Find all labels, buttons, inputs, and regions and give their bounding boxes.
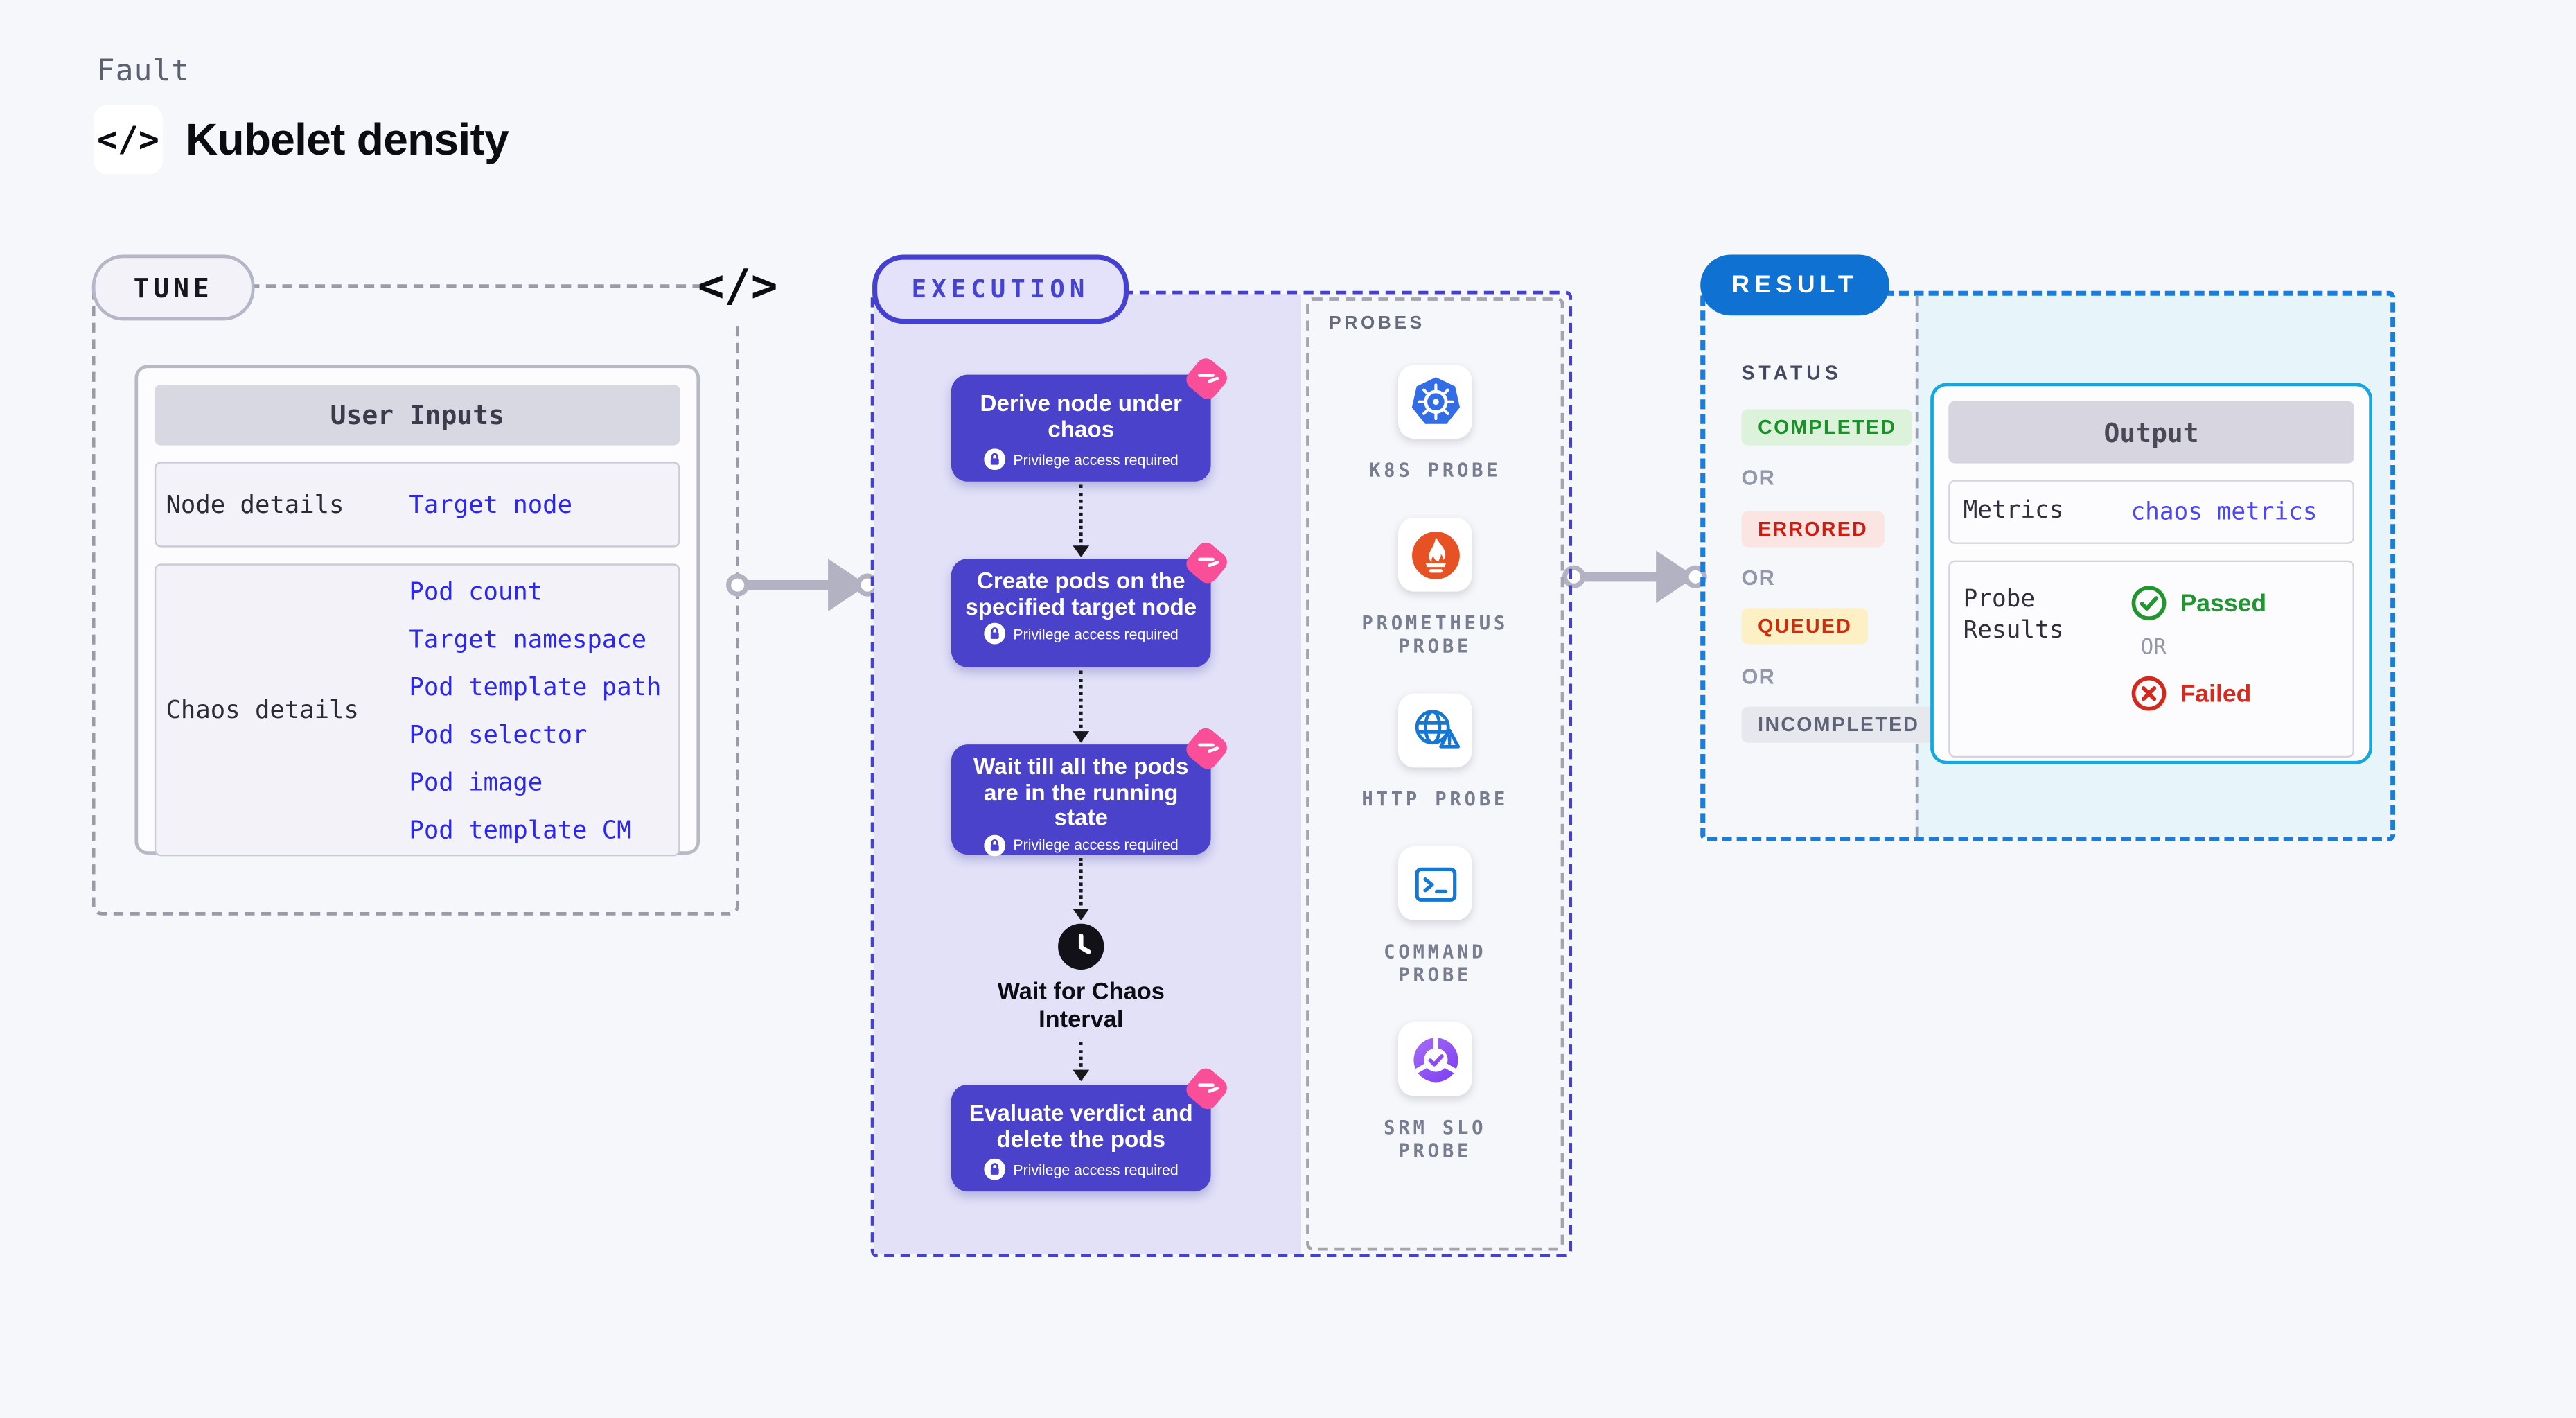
- failed-label: Failed: [2180, 679, 2252, 708]
- probe-label: COMMAND PROBE: [1384, 940, 1487, 986]
- execution-section: Derive node under chaos Privilege access…: [870, 290, 1573, 1257]
- check-circle-icon: [2131, 586, 2167, 621]
- probe-results-label: Probe Results: [1963, 586, 2064, 645]
- or-label: OR: [1741, 663, 1776, 689]
- prometheus-probe-icon: [1397, 517, 1472, 592]
- passed-verdict: Passed: [2131, 585, 2266, 621]
- status-badge-incompleted: INCOMPLETED: [1741, 706, 1937, 743]
- lock-icon: [983, 834, 1005, 856]
- privilege-note: Privilege access required: [961, 1158, 1201, 1180]
- probes-section: PROBES K8S PROBE: [1306, 297, 1564, 1251]
- status-heading: STATUS: [1741, 361, 1842, 385]
- step-title: Evaluate verdict and delete the pods: [969, 1099, 1193, 1152]
- tune-badge: TUNE: [91, 254, 255, 321]
- table-row: Node details Target node: [154, 462, 680, 548]
- http-probe-icon: [1397, 693, 1472, 768]
- probe-prometheus: PROMETHEUS PROBE: [1309, 517, 1561, 658]
- metrics-row: Metrics chaos metrics: [1948, 480, 2354, 544]
- status-badge-errored: ERRORED: [1741, 511, 1885, 548]
- flow-connector: [1072, 670, 1088, 743]
- link-pod-count[interactable]: Pod count: [409, 576, 543, 606]
- flow-connector: [1072, 484, 1088, 557]
- output-header: Output: [1948, 401, 2354, 464]
- code-icon: </>: [94, 105, 163, 175]
- probe-k8s: K8S PROBE: [1309, 365, 1561, 482]
- step-title: Derive node under chaos: [980, 389, 1182, 441]
- command-probe-icon: [1397, 846, 1472, 920]
- x-circle-icon: [2131, 676, 2167, 711]
- probe-label: K8S PROBE: [1369, 458, 1501, 482]
- link-target-node[interactable]: Target node: [409, 489, 572, 520]
- row-label: Node details: [166, 489, 344, 520]
- or-label: OR: [2140, 636, 2167, 661]
- link-pod-image[interactable]: Pod image: [409, 767, 543, 796]
- lock-icon: [983, 622, 1005, 645]
- page-header: </> Kubelet density: [94, 105, 509, 175]
- probe-label: PROMETHEUS PROBE: [1361, 611, 1509, 658]
- probe-srm-slo: SRM SLO PROBE: [1309, 1022, 1561, 1162]
- fault-eyebrow: Fault: [96, 54, 191, 89]
- probes-heading: PROBES: [1329, 313, 1425, 334]
- probe-http: HTTP PROBE: [1309, 693, 1561, 811]
- execution-flow-area: Derive node under chaos Privilege access…: [874, 294, 1301, 1254]
- status-badge-queued: QUEUED: [1741, 608, 1869, 645]
- probe-label: SRM SLO PROBE: [1384, 1116, 1487, 1162]
- privilege-note: Privilege access required: [961, 622, 1201, 645]
- arrow-tune-to-execution: [726, 559, 879, 612]
- link-pod-template-path[interactable]: Pod template path: [409, 671, 662, 701]
- metrics-label: Metrics: [1963, 498, 2064, 525]
- step-evaluate-verdict: Evaluate verdict and delete the pods Pri…: [951, 1064, 1231, 1192]
- passed-label: Passed: [2180, 589, 2267, 618]
- step-wait-pods-running: Wait till all the pods are in the runnin…: [951, 724, 1231, 856]
- wait-for-chaos-interval-label: Wait for Chaos Interval: [997, 979, 1165, 1034]
- flow-connector: [1072, 1042, 1088, 1082]
- privilege-note: Privilege access required: [961, 834, 1201, 856]
- lock-icon: [983, 448, 1005, 471]
- privilege-note: Privilege access required: [961, 448, 1201, 471]
- table-row: Chaos details Pod count Target namespace…: [154, 563, 680, 857]
- link-pod-selector[interactable]: Pod selector: [409, 719, 588, 749]
- or-label: OR: [1741, 565, 1776, 590]
- or-label: OR: [1741, 465, 1776, 490]
- user-inputs-header: User Inputs: [154, 384, 680, 446]
- clock-icon: [1058, 923, 1104, 970]
- arrow-execution-to-result: [1562, 550, 1707, 604]
- result-badge: RESULT: [1700, 254, 1889, 316]
- status-badge-completed: COMPLETED: [1741, 409, 1913, 446]
- step-derive-node: Derive node under chaos Privilege access…: [951, 354, 1231, 482]
- lock-icon: [983, 1158, 1005, 1180]
- user-inputs-table: User Inputs Node details Target node Cha…: [134, 365, 700, 857]
- execution-badge: EXECUTION: [872, 254, 1129, 324]
- tune-code-icon: </>: [698, 250, 778, 324]
- link-pod-template-cm[interactable]: Pod template CM: [409, 814, 632, 844]
- probe-results-row: Probe Results Passed OR: [1948, 560, 2354, 758]
- srm-slo-probe-icon: [1397, 1022, 1472, 1096]
- row-label: Chaos details: [166, 695, 359, 725]
- flow-connector: [1072, 857, 1088, 920]
- failed-verdict: Failed: [2131, 676, 2266, 712]
- output-table: Output Metrics chaos metrics Probe Resul…: [1930, 383, 2373, 764]
- probe-label: HTTP PROBE: [1361, 787, 1509, 811]
- link-chaos-metrics[interactable]: chaos metrics: [2131, 498, 2318, 525]
- k8s-probe-icon: [1397, 365, 1472, 439]
- link-target-namespace[interactable]: Target namespace: [409, 623, 647, 654]
- step-title: Wait till all the pods are in the runnin…: [973, 753, 1189, 830]
- tune-section: [91, 284, 740, 916]
- result-section: STATUS COMPLETED OR ERRORED OR QUEUED OR…: [1700, 290, 2396, 842]
- probe-command: COMMAND PROBE: [1309, 846, 1561, 986]
- step-title: Create pods on the specified target node: [965, 567, 1197, 619]
- step-create-pods: Create pods on the specified target node…: [951, 539, 1231, 667]
- page-title: Kubelet density: [185, 114, 509, 164]
